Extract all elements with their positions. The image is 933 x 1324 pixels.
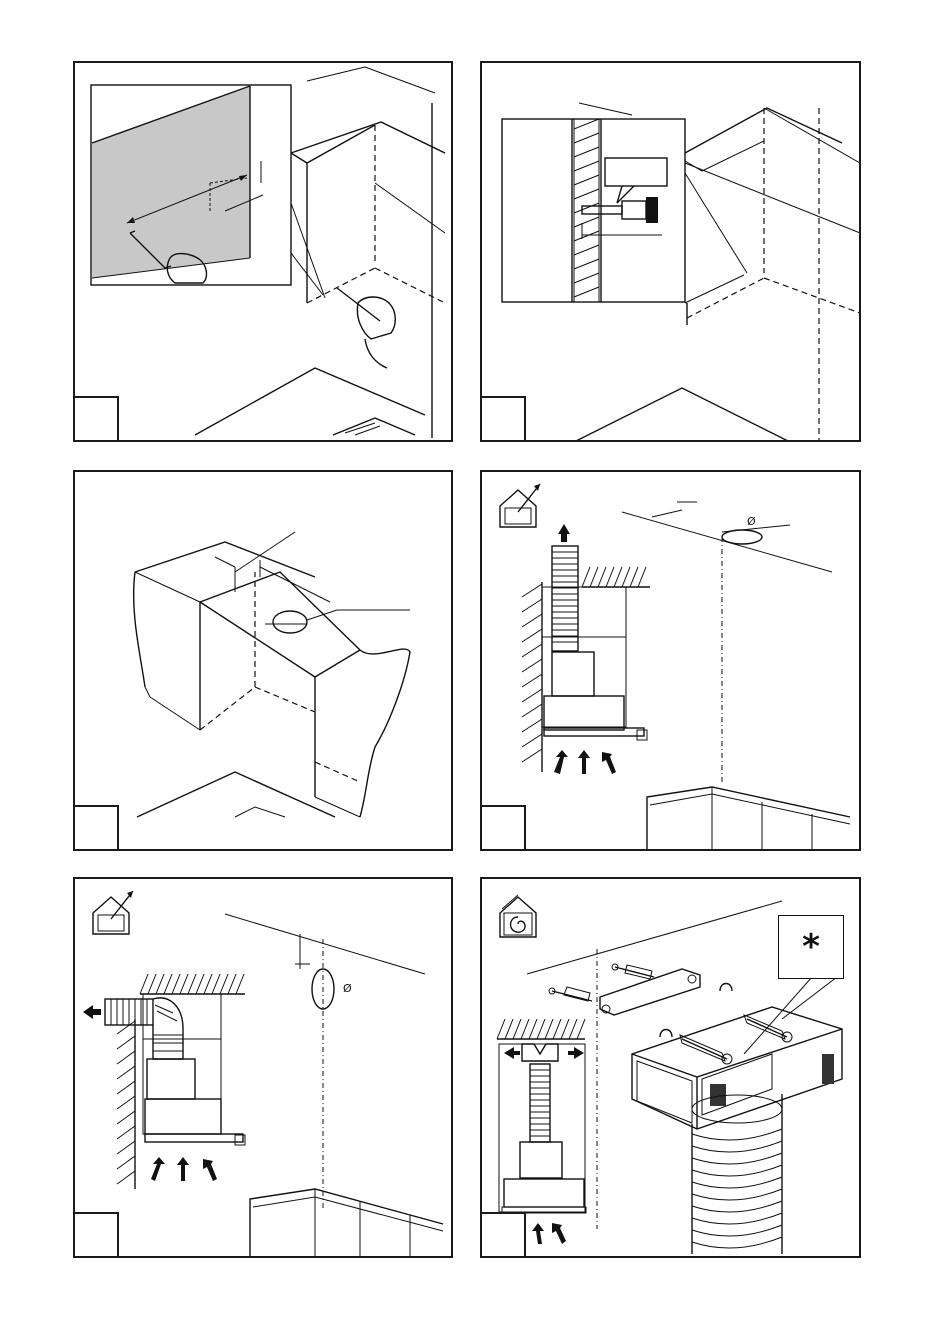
callout-asterisk-box: * [778,915,844,979]
panel-recirculation-deflector: * [480,877,861,1258]
step-number-box [480,805,526,851]
panel-vertical-duct: Ø [480,470,861,851]
step-number-box [73,805,119,851]
callout-asterisk: * [802,927,820,967]
panel-marking-cabinet [73,61,453,442]
panel-cabinet-top-hole [73,470,453,851]
ducted-exhaust-house-icon [93,891,133,934]
vertical-duct-illustration: Ø [482,472,861,851]
step-number-box [480,1212,526,1258]
marking-illustration [75,63,453,442]
cabinet-hole-illustration [75,472,453,851]
step-number-box [73,396,119,442]
diameter-symbol: Ø [343,982,352,995]
panel-horizontal-duct: Ø [73,877,453,1258]
step-number-box [73,1212,119,1258]
diameter-symbol: Ø [747,515,756,528]
horizontal-duct-illustration: Ø [75,879,453,1258]
step-number-box [480,396,526,442]
ducted-exhaust-house-icon [500,484,540,527]
drilling-illustration [482,63,861,442]
panel-drilling-cabinet [480,61,861,442]
recirculation-house-icon [500,895,536,937]
